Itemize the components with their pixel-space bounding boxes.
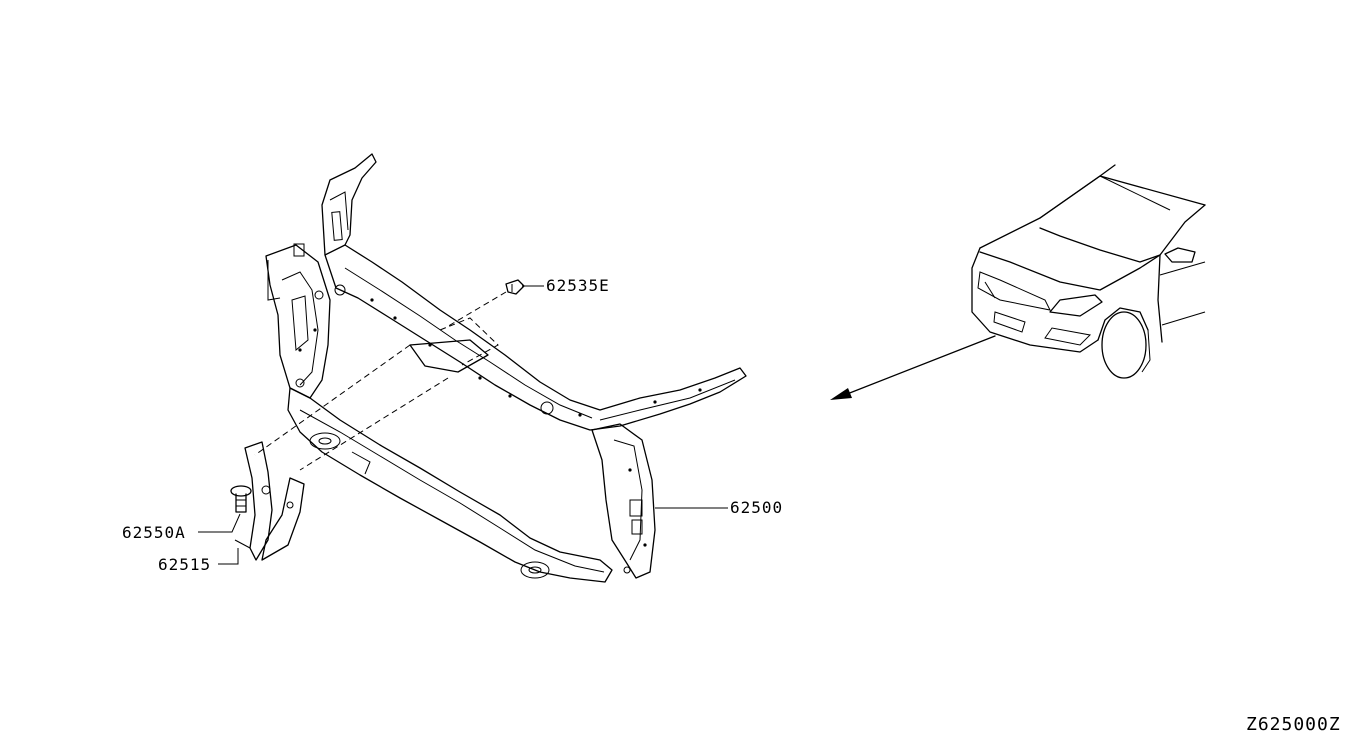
assembly-guides xyxy=(254,291,507,471)
left-side-member xyxy=(265,244,331,399)
radiator-core-support[interactable] xyxy=(265,153,747,583)
part-label-62515: 62515 xyxy=(158,555,211,574)
part-label-62550A: 62550A xyxy=(122,523,186,542)
upper-crossmember xyxy=(324,244,747,431)
lower-right-mount xyxy=(520,561,550,579)
upper-left-stay xyxy=(321,153,377,256)
bolt-62550A[interactable] xyxy=(230,485,252,513)
lower-left-mount xyxy=(309,432,341,450)
center-stay xyxy=(409,339,489,373)
part-label-62500: 62500 xyxy=(730,498,783,517)
bracket-62515[interactable] xyxy=(234,441,305,561)
vehicle-locator-icon xyxy=(971,164,1206,379)
diagram-code: Z625000Z xyxy=(1246,714,1341,735)
clip-62535E[interactable] xyxy=(505,279,525,295)
direction-arrow xyxy=(830,335,996,400)
mounting-holes xyxy=(298,298,702,547)
lower-crossmember xyxy=(287,387,613,583)
leader-lines xyxy=(198,285,728,565)
right-side-member xyxy=(591,423,656,579)
part-label-62535E: 62535E xyxy=(546,276,610,295)
